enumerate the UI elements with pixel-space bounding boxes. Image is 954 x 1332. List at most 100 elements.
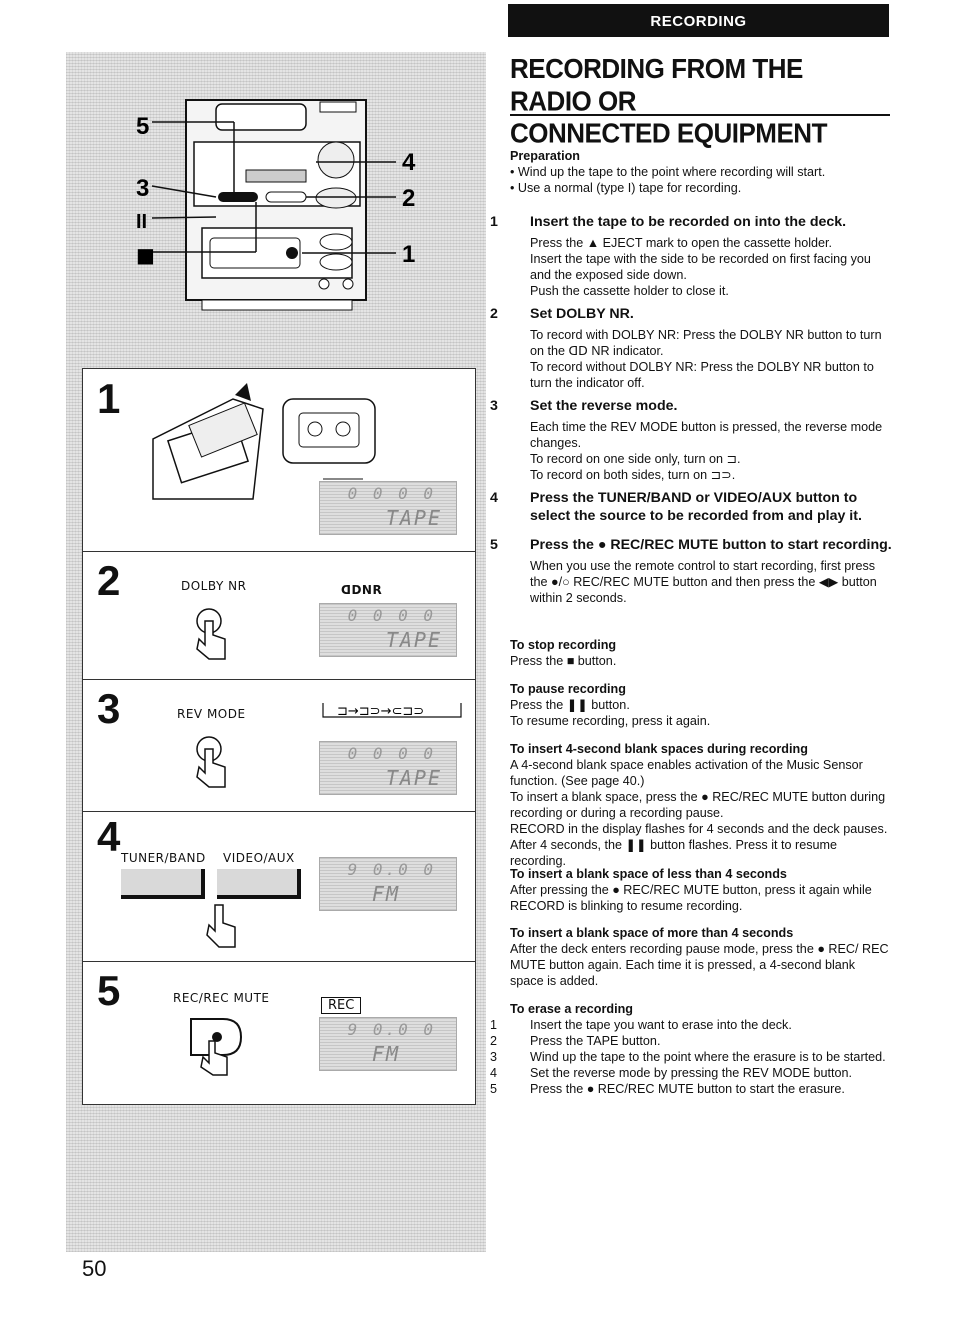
lcd-text: TAPE	[385, 628, 442, 652]
display-lcd: 0 0 0 0 TAPE	[319, 741, 457, 795]
lcd-digits: 9 0.0 0	[347, 1020, 436, 1039]
blank-4sec-heading: To insert 4-second blank spaces during r…	[510, 742, 808, 756]
step-body-line: To record on one side only, turn on ⊐.	[530, 452, 741, 466]
step-body-line: Insert the tape with the side to be reco…	[530, 252, 871, 282]
blank-less-heading: To insert a blank space of less than 4 s…	[510, 867, 787, 881]
blank-4sec-section: To insert 4-second blank spaces during r…	[510, 741, 892, 869]
blank-less-text: After pressing the ● REC/REC MUTE button…	[510, 883, 872, 913]
display-lcd: 9 0.0 0 FM	[319, 857, 457, 911]
section-header-bar: RECORDING	[508, 4, 889, 37]
callout-3: 3	[136, 175, 149, 202]
pause-heading: To pause recording	[510, 682, 626, 696]
panel-step-number: 3	[97, 685, 121, 732]
step-body-line: When you use the remote control to start…	[530, 559, 877, 605]
finger-press-icon	[206, 904, 236, 948]
stereo-unit-illustration: 5 3 II ■ 4 2 1	[136, 99, 416, 311]
blank-4sec-text: A 4-second blank space enables activatio…	[510, 758, 863, 788]
finger-press-icon	[196, 736, 226, 788]
erase-heading: To erase a recording	[510, 1002, 633, 1016]
blank-less-4sec-section: To insert a blank space of less than 4 s…	[510, 866, 892, 914]
lcd-text: FM	[371, 1042, 400, 1066]
preparation-section: Preparation • Wind up the tape to the po…	[510, 148, 892, 196]
page-title-line-2: CONNECTED EQUIPMENT	[510, 116, 827, 150]
panel-step-2: 2 DOLBY NR ᗡᗞNR 0 0 0 0 TAPE	[83, 551, 475, 680]
callout-1: 1	[402, 241, 415, 268]
title-divider	[510, 114, 890, 116]
lcd-text: FM	[371, 882, 400, 906]
pause-text: To resume recording, press it again.	[510, 714, 711, 728]
lcd-digits: 9 0.0 0	[347, 860, 436, 879]
callout-4: 4	[402, 149, 416, 176]
display-lcd: 0 0 0 0 TAPE	[319, 481, 457, 535]
lcd-text: TAPE	[385, 766, 442, 790]
page-title-line-1: RECORDING FROM THE RADIO OR	[510, 52, 803, 117]
button-caption: REC/REC MUTE	[173, 991, 270, 1005]
step-body-line: To record with DOLBY NR: Press the DOLBY…	[530, 328, 882, 358]
lcd-digits: 0 0 0 0	[347, 606, 436, 625]
lcd-digits: 0 0 0 0	[347, 744, 436, 763]
preparation-heading: Preparation	[510, 149, 580, 163]
tuner-band-button	[121, 869, 205, 899]
blank-4sec-text: To insert a blank space, press the ● REC…	[510, 790, 886, 820]
finger-press-icon	[196, 608, 226, 660]
pause-recording-section: To pause recording Press the ❚❚ button. …	[510, 681, 892, 729]
display-lcd: 9 0.0 0 FM	[319, 1017, 457, 1071]
video-aux-caption: VIDEO/AUX	[223, 851, 295, 865]
step-body-line: Press the ▲ EJECT mark to open the casse…	[530, 236, 833, 250]
blank-more-heading: To insert a blank space of more than 4 s…	[510, 926, 794, 940]
dolby-nr-indicator: ᗡᗞNR	[341, 583, 383, 597]
panel-step-1: 1 0 0 0 0 TAPE	[83, 369, 475, 552]
blank-more-4sec-section: To insert a blank space of more than 4 s…	[510, 925, 892, 989]
video-aux-button	[217, 869, 301, 899]
panel-step-number: 4	[97, 813, 121, 860]
page-title: RECORDING FROM THE RADIO OR CONNECTED EQ…	[510, 52, 890, 149]
step-body-line: To record without DOLBY NR: Press the DO…	[530, 360, 874, 390]
panel-step-4: 4 TUNER/BAND VIDEO/AUX 9 0.0 0 FM	[83, 811, 475, 962]
preparation-item: • Wind up the tape to the point where re…	[510, 165, 826, 179]
lcd-text: TAPE	[385, 506, 442, 530]
callout-stop: ■	[136, 243, 155, 267]
tuner-band-caption: TUNER/BAND	[121, 851, 206, 865]
stop-text: Press the ■ button.	[510, 654, 617, 668]
panel-step-number: 1	[97, 375, 121, 422]
stop-heading: To stop recording	[510, 638, 617, 652]
rec-button-press-icon	[190, 1018, 243, 1076]
blank-more-text: After the deck enters recording pause mo…	[510, 942, 889, 988]
callout-2: 2	[402, 185, 415, 212]
page-number: 50	[82, 1256, 107, 1281]
button-caption: REV MODE	[177, 707, 246, 721]
step-body-line: Push the cassette holder to close it.	[530, 284, 729, 298]
lcd-digits: 0 0 0 0	[347, 484, 436, 503]
panel-step-3: 3 REV MODE ⊐→⊐⊃→⊂⊐⊃ 0 0 0 0 TAPE	[83, 679, 475, 812]
steps-illustration-box: 1 0 0 0 0 TAPE 2 DOLBY NR ᗡᗞNR 0 0 0 0 T…	[82, 368, 476, 1105]
preparation-item: • Use a normal (type I) tape for recordi…	[510, 181, 742, 195]
step-body-line: To record on both sides, turn on ⊐⊃.	[530, 468, 736, 482]
stop-recording-section: To stop recording Press the ■ button.	[510, 637, 892, 669]
step-body-line: Each time the REV MODE button is pressed…	[530, 420, 883, 450]
callout-pause: II	[136, 211, 147, 233]
button-caption: DOLBY NR	[181, 579, 247, 593]
panel-step-number: 5	[97, 967, 121, 1014]
callout-5: 5	[136, 113, 149, 140]
blank-4sec-text: RECORD in the display flashes for 4 seco…	[510, 822, 888, 868]
pause-text: Press the ❚❚ button.	[510, 698, 630, 712]
svg-text:⊐→⊐⊃→⊂⊐⊃: ⊐→⊐⊃→⊂⊐⊃	[337, 704, 424, 719]
cassette-insert-illustration	[152, 383, 376, 500]
panel-step-5: 5 REC/REC MUTE REC 9 0.0 0 FM	[83, 961, 475, 1104]
display-lcd: 0 0 0 0 TAPE	[319, 603, 457, 657]
panel-step-number: 2	[97, 557, 121, 604]
